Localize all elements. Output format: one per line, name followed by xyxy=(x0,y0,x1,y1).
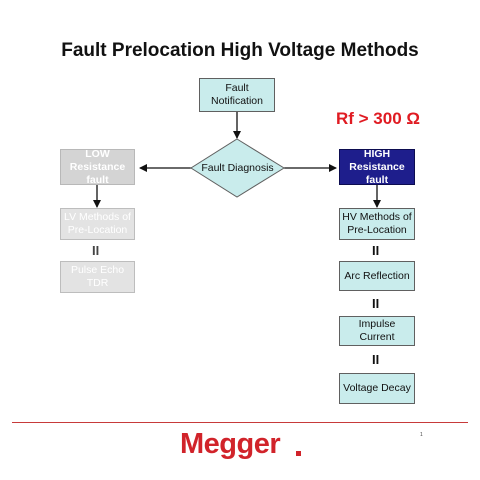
megger-logo-dot xyxy=(296,451,301,456)
rf-threshold-label: Rf > 300 Ω xyxy=(336,109,421,128)
node-low-resistance-fault: LOW Resistance fault xyxy=(60,147,135,186)
node-pulse-echo-tdr: Pulse Echo TDR xyxy=(60,261,135,293)
page-title: Fault Prelocation High Voltage Methods xyxy=(61,40,419,61)
node-impulse-current-label: Impulse Current xyxy=(358,318,396,343)
node-low-resistance-fault-label: LOW Resistance fault xyxy=(69,147,126,186)
separator-impulse-decay: II xyxy=(372,352,380,367)
node-fault-notification: Fault Notification xyxy=(199,78,275,112)
separator-arc-impulse: II xyxy=(372,296,380,311)
node-high-resistance-fault-label: HIGH Resistance fault xyxy=(349,147,405,186)
footer-divider xyxy=(12,422,468,423)
node-high-resistance-fault: HIGH Resistance fault xyxy=(339,147,415,186)
fault-diagnosis-diamond xyxy=(190,138,285,198)
node-voltage-decay-label: Voltage Decay xyxy=(343,382,411,394)
separator-hv-arc: II xyxy=(372,243,380,258)
node-arc-reflection: Arc Reflection xyxy=(339,261,415,291)
page-number: 1 xyxy=(420,432,423,438)
separator-lv-pulse: II xyxy=(92,243,100,258)
node-lv-methods-label: LV Methods of Pre-Location xyxy=(64,211,131,236)
node-hv-methods: HV Methods of Pre-Location xyxy=(339,208,415,240)
node-voltage-decay: Voltage Decay xyxy=(339,373,415,404)
node-lv-methods: LV Methods of Pre-Location xyxy=(60,208,135,240)
node-fault-diagnosis-label: Fault Diagnosis xyxy=(201,161,274,174)
megger-logo: Megger xyxy=(180,428,281,460)
node-arc-reflection-label: Arc Reflection xyxy=(344,269,410,282)
node-fault-diagnosis-label-wrap: Fault Diagnosis xyxy=(191,158,284,178)
node-pulse-echo-tdr-label: Pulse Echo TDR xyxy=(70,264,125,289)
node-fault-notification-label: Fault Notification xyxy=(211,82,263,107)
node-impulse-current: Impulse Current xyxy=(339,316,415,346)
node-hv-methods-label: HV Methods of Pre-Location xyxy=(342,211,412,236)
